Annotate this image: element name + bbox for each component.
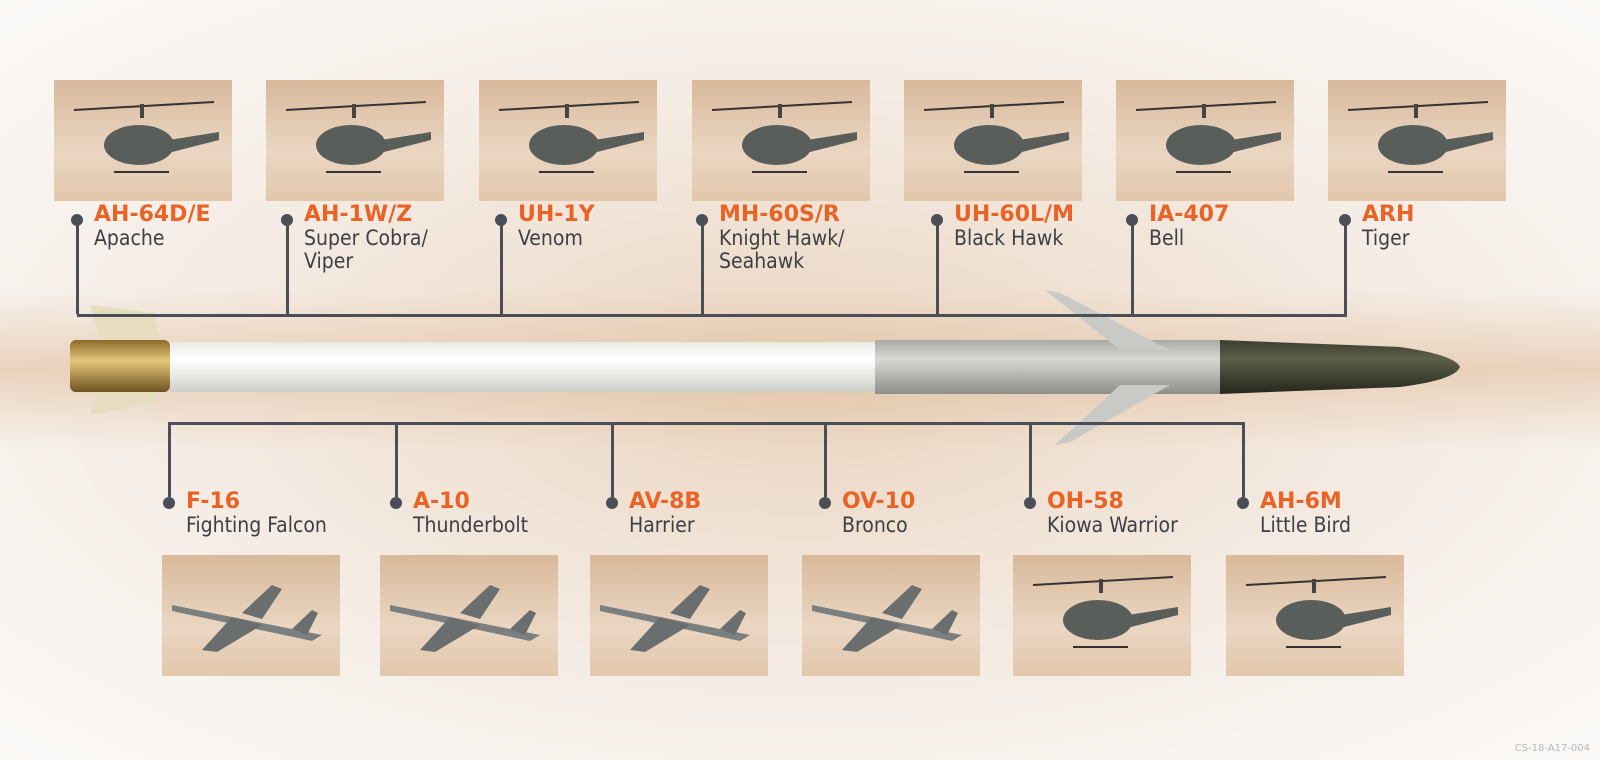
connector-line: [936, 220, 939, 314]
connector-line: [701, 220, 704, 314]
platform-code: OV-10: [842, 489, 916, 514]
platform-photo: [1013, 555, 1191, 676]
platform-photo: [54, 80, 232, 201]
platform-photo: [1116, 80, 1294, 201]
platform-code: F-16: [186, 489, 241, 514]
connector-line: [1242, 422, 1245, 497]
platform-name: Super Cobra/: [304, 226, 428, 251]
platform-name: Bell: [1149, 226, 1185, 251]
platform-code: AV-8B: [629, 489, 702, 514]
platform-code: UH-60L/M: [954, 202, 1074, 227]
platform-name: Black Hawk: [954, 226, 1064, 251]
connector-line: [824, 422, 827, 497]
platform-photo: [1328, 80, 1506, 201]
platform-name-line2: Seahawk: [719, 249, 805, 274]
platform-photo: [590, 555, 768, 676]
platform-code: AH-1W/Z: [304, 202, 413, 227]
platform-code: ARH: [1362, 202, 1415, 227]
platform-photo: [162, 555, 340, 676]
connector-dot: [1024, 497, 1036, 509]
connector-dot: [819, 497, 831, 509]
document-id: CS-18-A17-004: [1514, 743, 1590, 754]
platform-code: A-10: [413, 489, 470, 514]
connector-line: [1029, 422, 1032, 497]
platform-photo: [1226, 555, 1404, 676]
connector-dot: [163, 497, 175, 509]
connector-line: [168, 422, 171, 497]
connector-line: [286, 220, 289, 314]
platform-name: Fighting Falcon: [186, 513, 327, 538]
platform-name: Kiowa Warrior: [1047, 513, 1178, 538]
platform-photo: [380, 555, 558, 676]
connector-line: [500, 220, 503, 314]
platform-code: IA-407: [1149, 202, 1230, 227]
platform-name-line2: Viper: [304, 249, 354, 274]
platform-code: OH-58: [1047, 489, 1124, 514]
platform-name: Apache: [94, 226, 165, 251]
connector-line: [76, 220, 79, 314]
platform-photo: [266, 80, 444, 201]
platform-code: AH-6M: [1260, 489, 1342, 514]
platform-photo: [479, 80, 657, 201]
platform-name: Venom: [518, 226, 583, 251]
bottom-connector-rail: [168, 422, 1245, 425]
platform-photo: [692, 80, 870, 201]
platform-name: Tiger: [1362, 226, 1410, 251]
platform-code: UH-1Y: [518, 202, 595, 227]
connector-dot: [606, 497, 618, 509]
platform-name: Knight Hawk/: [719, 226, 845, 251]
platform-photo: [802, 555, 980, 676]
platform-code: AH-64D/E: [94, 202, 211, 227]
connector-dot: [1237, 497, 1249, 509]
connector-line: [611, 422, 614, 497]
connector-line: [1131, 220, 1134, 314]
missile-image: [70, 290, 1460, 445]
top-connector-rail: [77, 314, 1347, 317]
connector-line: [1344, 220, 1347, 314]
platform-name: Thunderbolt: [413, 513, 529, 538]
platform-name: Bronco: [842, 513, 908, 538]
platform-photo: [904, 80, 1082, 201]
platform-code: MH-60S/R: [719, 202, 840, 227]
platform-name: Little Bird: [1260, 513, 1352, 538]
platform-name: Harrier: [629, 513, 695, 538]
connector-line: [395, 422, 398, 497]
connector-dot: [390, 497, 402, 509]
